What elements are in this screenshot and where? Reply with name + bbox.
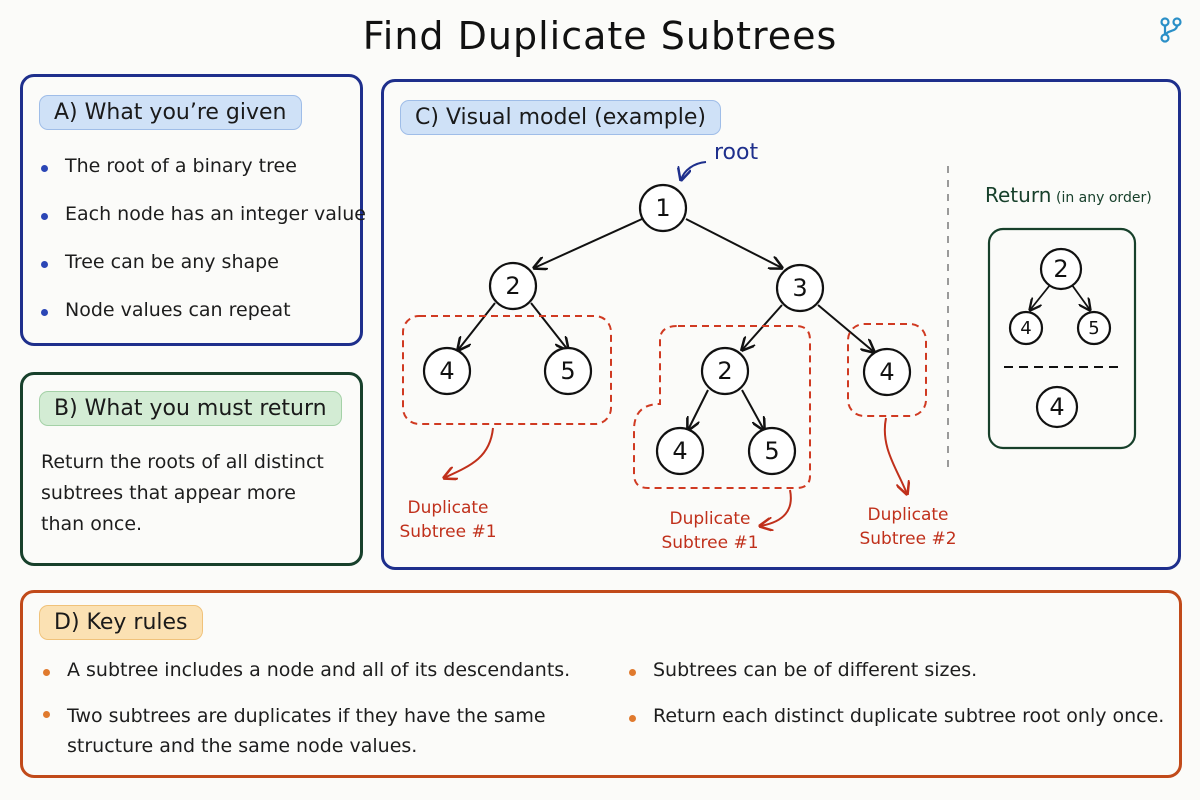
return-description: Return the roots of all distinct subtree… — [41, 451, 324, 535]
page-title: Find Duplicate Subtrees — [362, 14, 838, 58]
tree-edge — [1071, 284, 1090, 310]
curved-arrow-icon — [444, 427, 494, 478]
tree-node: 4 — [655, 426, 705, 476]
svg-text:5: 5 — [560, 357, 575, 385]
svg-text:4: 4 — [1020, 318, 1031, 339]
tree-node: 2 — [700, 346, 750, 396]
svg-text:2: 2 — [1053, 255, 1068, 283]
tree-node: 4 — [862, 347, 912, 397]
return-box — [987, 227, 1137, 450]
panel-key-rules: D) Key rules A subtree includes a node a… — [20, 590, 1182, 778]
tree-edge — [534, 218, 643, 268]
duplicate-label: Duplicate — [670, 509, 751, 529]
tree-node: 5 — [747, 426, 797, 476]
curved-arrow-icon — [883, 417, 907, 494]
return-node: 4 — [1035, 385, 1079, 429]
svg-text:3: 3 — [792, 274, 807, 302]
panel-return-heading: B) What you must return — [39, 391, 342, 426]
svg-text:2: 2 — [717, 357, 732, 385]
svg-text:4: 4 — [672, 437, 687, 465]
svg-text:5: 5 — [1088, 318, 1099, 339]
given-bullet: Each node has an integer value — [41, 203, 366, 225]
rule-bullet: Two subtrees are duplicates if they have… — [43, 701, 567, 761]
rule-bullet: Subtrees can be of different sizes. — [628, 659, 978, 681]
duplicate-box — [402, 315, 612, 425]
duplicate-label: Duplicate — [408, 498, 489, 518]
tree-node: 5 — [543, 346, 593, 396]
panel-given-heading: A) What you’re given — [39, 95, 302, 130]
tree-edge — [741, 389, 764, 430]
svg-text:4: 4 — [879, 358, 894, 386]
tree-node: 3 — [775, 263, 825, 313]
curved-arrow-icon — [760, 489, 792, 526]
given-bullet: Node values can repeat — [41, 299, 291, 321]
return-node: 5 — [1076, 310, 1112, 346]
panel-visual-model: C) Visual model (example) — [381, 79, 1181, 570]
rule-bullet: A subtree includes a node and all of its… — [42, 659, 571, 681]
svg-text:1: 1 — [655, 194, 670, 222]
given-bullet: The root of a binary tree — [41, 155, 297, 177]
duplicate-label: Subtree #2 — [859, 529, 956, 549]
panel-rules-heading: D) Key rules — [39, 605, 203, 640]
tree-edge — [530, 302, 568, 350]
given-bullet: Tree can be any shape — [41, 251, 279, 273]
return-sub-label: (in any order) — [1056, 190, 1152, 206]
svg-text:4: 4 — [439, 357, 454, 385]
panel-return: B) What you must return Return the roots… — [20, 372, 363, 566]
git-branch-logo-icon — [1160, 17, 1182, 43]
svg-text:5: 5 — [764, 437, 779, 465]
duplicate-label: Subtree #1 — [661, 533, 758, 553]
duplicate-box — [633, 325, 811, 489]
return-label: Return — [985, 183, 1051, 207]
panel-given: A) What you’re given The root of a binar… — [20, 74, 366, 346]
svg-text:4: 4 — [1049, 393, 1064, 421]
rule-bullet: Return each distinct duplicate subtree r… — [628, 705, 1165, 727]
return-node: 4 — [1008, 310, 1044, 346]
duplicate-box — [847, 323, 927, 417]
tree-node: 1 — [638, 183, 688, 233]
tree-edge — [1030, 284, 1051, 310]
tree-node: 2 — [488, 261, 538, 311]
root-label: root — [714, 140, 758, 165]
svg-text:2: 2 — [505, 272, 520, 300]
tree-edge — [817, 304, 874, 352]
return-node: 2 — [1039, 247, 1083, 291]
curved-arrow-icon — [681, 161, 707, 180]
tree-edge — [685, 218, 782, 268]
tree-edge — [688, 389, 709, 430]
duplicate-label: Duplicate — [868, 505, 949, 525]
tree-edge — [742, 304, 783, 350]
tree-node: 4 — [422, 346, 472, 396]
duplicate-label: Subtree #1 — [399, 522, 496, 542]
tree-edge — [458, 302, 496, 350]
panel-visual-heading: C) Visual model (example) — [400, 100, 721, 135]
